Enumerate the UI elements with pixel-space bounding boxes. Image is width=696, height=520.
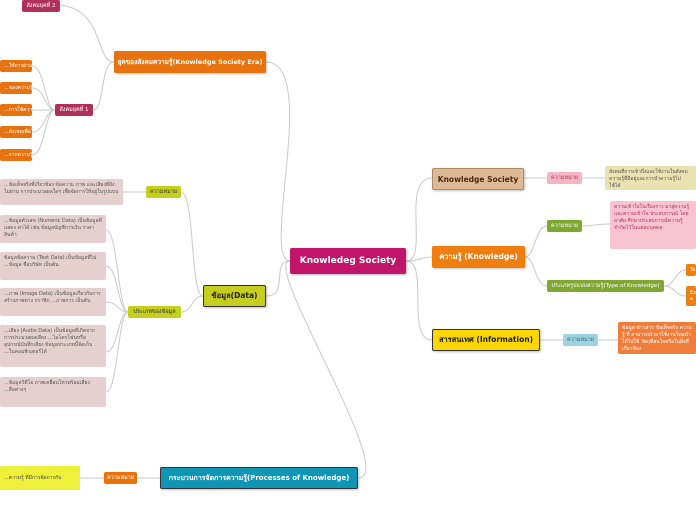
knowledge-types-label[interactable]: ประเภทรูปแบบความรู้(Type of Knowledge): [547, 280, 664, 292]
info-meaning-text[interactable]: ข้อมูล ข่าวสาร ข้อเท็จจริง ความรู้ ที่ ส…: [618, 322, 696, 354]
data-type-image[interactable]: ...ภาพ (Image Data) เป็นข้อมูลเกี่ยวกับก…: [0, 288, 106, 316]
edge-kn-types: [524, 256, 548, 287]
edge-info: [405, 260, 433, 341]
edge-ks: [405, 177, 433, 262]
edge-era: [265, 61, 291, 262]
process-meaning-text[interactable]: ...ความรู้ ที่มีการจัดการกับ: [0, 466, 80, 490]
era-item[interactable]: ...การใช้ความรู้: [0, 104, 32, 116]
data-type-audio[interactable]: ...เสียง (Audio Data) เป็นข้อมูลที่เกิดจ…: [0, 325, 106, 367]
topic-processes-of-knowledge[interactable]: กระบวนการจัดการความรู้(Processes of Know…: [160, 467, 358, 489]
edge-kn-ta: [663, 269, 687, 287]
edge-data: [265, 260, 291, 297]
knowledge-type-tacit[interactable]: Ta: [686, 264, 696, 276]
topic-knowledge-society[interactable]: Knowledge Society: [432, 168, 524, 190]
data-meaning-text[interactable]: ...ข้อเท็จจริงที่เกี่ยวข้อง ข้อความ ภาพ …: [0, 179, 123, 205]
edge-types-5: [105, 311, 129, 393]
edge-data-meaning: [180, 191, 204, 297]
data-type-video[interactable]: ...ข้อมูลวิดีโอ ภาพเคลื่อนไหวพร้อมเสียง …: [0, 377, 106, 407]
edge-era-s2: [59, 4, 115, 63]
topic-knowledge[interactable]: ความรู้ (Knowledge): [432, 246, 525, 268]
data-type-text[interactable]: ข้อมูลข้อความ (Text Data) เป็นข้อมูลที่ไ…: [0, 252, 106, 280]
era-item[interactable]: ...จากความรู้: [0, 149, 32, 161]
data-types-label[interactable]: ประเภทของข้อมูล: [128, 306, 181, 318]
edge-era-s1: [92, 61, 115, 111]
edge-s1-item4: [31, 109, 56, 133]
era-society-2[interactable]: สังคมยุคที่ 2: [22, 0, 60, 12]
edge-kn-leaf: [581, 223, 611, 227]
process-meaning-label[interactable]: ความหมาย: [104, 472, 137, 484]
topic-information[interactable]: สารสนเทศ (Information): [432, 329, 540, 351]
era-item[interactable]: ...ใช้การผ่าน: [0, 60, 32, 72]
edge-knowledge: [405, 256, 433, 262]
topic-knowledge-society-era[interactable]: ยุคของสังคมความรู้(Knowledge Society Era…: [114, 51, 266, 73]
edge-kn-meaning: [524, 225, 548, 258]
edge-s1-item1: [31, 65, 56, 111]
edge-s1-item2: [31, 87, 56, 111]
edge-types-4: [105, 311, 129, 353]
data-type-numeric[interactable]: ...ข้อมูลตัวเลข (Numeric Data) เป็นข้อมู…: [0, 215, 106, 243]
edge-types-3: [105, 301, 129, 313]
edge-kn-ex: [663, 285, 687, 297]
ks-meaning-label[interactable]: ความหมาย: [547, 172, 582, 184]
edge-process: [285, 260, 367, 479]
edge-data-types: [180, 295, 204, 313]
central-topic[interactable]: Knowledeg Society: [290, 248, 406, 274]
data-meaning-label[interactable]: ความหมาย: [146, 186, 181, 198]
knowledge-meaning-label[interactable]: ความหมาย: [547, 220, 582, 232]
era-item[interactable]: ...ของความรู้: [0, 82, 32, 94]
knowledge-type-explicit[interactable]: Ex a: [686, 286, 696, 306]
edge-types-2: [105, 265, 129, 313]
knowledge-meaning-text[interactable]: ความเข้าใจในเรื่องราว มาสู่ความรู้และควา…: [610, 201, 696, 249]
ks-meaning-text[interactable]: สังคมที่การเข้าถึงและใช้งานในสังคม ความร…: [605, 166, 696, 190]
era-item[interactable]: ...ดังเหตุเพื่อใช้: [0, 126, 32, 138]
edge-types-1: [105, 229, 129, 313]
era-society-1[interactable]: สังคมยุคที่ 1: [55, 104, 93, 116]
edge-s1-item5: [31, 109, 56, 156]
info-meaning-label[interactable]: ความหมาย: [563, 334, 598, 346]
topic-data[interactable]: ข้อมูล(Data): [203, 285, 266, 307]
